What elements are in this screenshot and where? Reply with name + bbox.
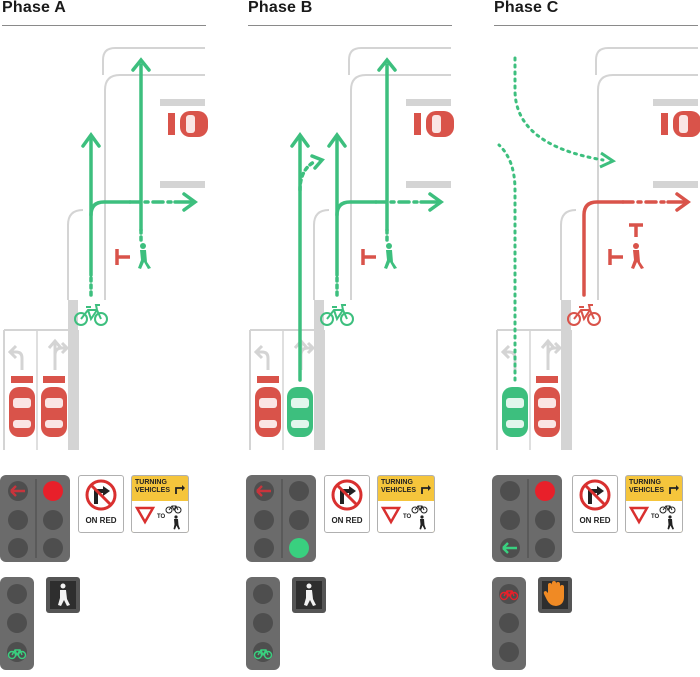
pedestrian-green <box>138 243 151 269</box>
no-turn-on-red-sign: ON RED <box>324 475 370 533</box>
phase-a-title: Phase A <box>2 0 66 16</box>
lane-arrows <box>7 338 70 370</box>
car-red-east <box>661 111 700 137</box>
median <box>314 300 324 450</box>
phase-b-intersection <box>249 47 454 450</box>
no-turn-on-red-caption: ON RED <box>85 516 117 525</box>
lane-arrows <box>500 338 563 370</box>
no-turn-on-red-sign: ON RED <box>78 475 124 533</box>
no-turn-icon <box>85 479 117 511</box>
pedestrian-green <box>384 243 397 269</box>
phase-a-intersection <box>3 47 208 450</box>
no-turn-on-red-sign: ON RED <box>572 475 618 533</box>
turning-sign-graphics <box>132 485 188 532</box>
turning-sign-graphics <box>378 485 434 532</box>
green-movements <box>290 57 444 382</box>
phase-b-title: Phase B <box>248 0 313 16</box>
car-red-east <box>414 111 454 137</box>
curbs <box>496 47 698 450</box>
bicycle-red <box>567 304 601 326</box>
turning-sign-graphics <box>626 485 682 532</box>
bicycle-green <box>74 304 108 326</box>
phase-c-divider <box>494 25 698 26</box>
turning-text: TURNING <box>135 479 167 486</box>
green-permissive-movements <box>497 56 605 382</box>
phase-a-divider <box>2 25 206 26</box>
car-red-2 <box>41 376 67 437</box>
car-red-east <box>168 111 208 137</box>
red-movement <box>582 192 691 297</box>
ped-barrier <box>361 249 376 265</box>
vehicles-text: VEHICLES <box>381 487 417 494</box>
green-movements <box>81 57 198 297</box>
phase-a: Phase A <box>0 0 210 672</box>
ped-barrier <box>115 249 130 265</box>
turning-text: TURNING <box>381 479 413 486</box>
yield-to-text: TO <box>403 514 412 520</box>
phase-c-signal-heads <box>492 475 572 670</box>
phase-b-signal-heads <box>246 475 326 670</box>
curbs <box>3 47 205 450</box>
car-green <box>502 387 528 437</box>
vehicles-text: VEHICLES <box>135 487 171 494</box>
median <box>561 300 571 450</box>
curbs <box>249 47 451 450</box>
phase-c: Phase C <box>492 0 700 672</box>
green-arrowhead <box>599 151 617 169</box>
median <box>68 300 78 450</box>
phase-c-intersection <box>496 47 700 450</box>
no-turn-icon <box>579 479 611 511</box>
no-turn-on-red-caption: ON RED <box>331 516 363 525</box>
no-turn-icon <box>331 479 363 511</box>
turning-text: TURNING <box>629 479 661 486</box>
car-red-1 <box>255 376 281 437</box>
phase-a-signal-heads <box>0 475 80 670</box>
car-red-2 <box>534 376 560 437</box>
car-green <box>287 387 313 437</box>
car-red-1 <box>9 376 35 437</box>
phase-b-divider <box>248 25 452 26</box>
pedestrian-red <box>631 243 644 269</box>
phase-c-title: Phase C <box>494 0 559 16</box>
bicycle-green <box>320 304 354 326</box>
no-turn-on-red-caption: ON RED <box>579 516 611 525</box>
phase-b: Phase B <box>246 0 456 672</box>
yield-to-text: TO <box>651 514 660 520</box>
ped-barrier <box>608 223 643 265</box>
vehicles-text: VEHICLES <box>629 487 665 494</box>
yield-to-text: TO <box>157 514 166 520</box>
lane-arrows <box>253 338 316 370</box>
